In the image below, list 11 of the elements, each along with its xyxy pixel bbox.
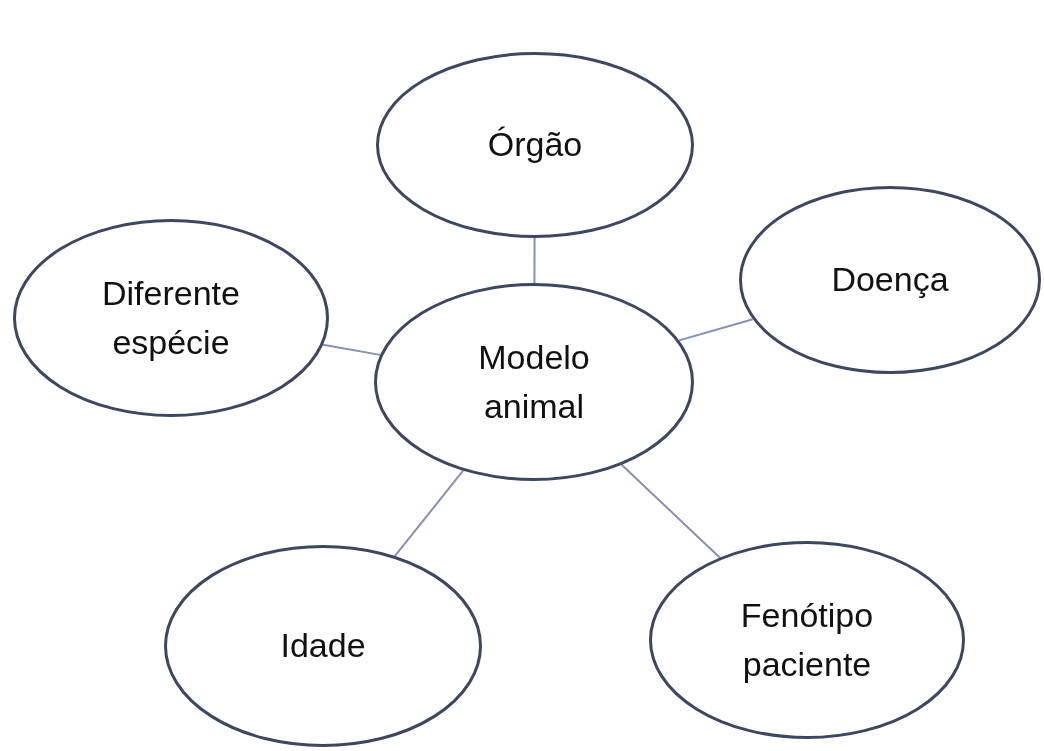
connector-line	[322, 343, 382, 356]
node-label: Idade	[280, 625, 366, 667]
node-label: Diferente espécie	[101, 272, 241, 363]
connector-line	[394, 469, 465, 557]
connector-line	[620, 463, 721, 559]
connector-line	[678, 318, 754, 342]
connector-line	[533, 237, 536, 284]
node-label: Doença	[831, 259, 949, 301]
node-label: Fenótipo paciente	[739, 594, 875, 685]
node-label: Órgão	[487, 124, 583, 166]
node-label: Modelo animal	[477, 336, 591, 427]
